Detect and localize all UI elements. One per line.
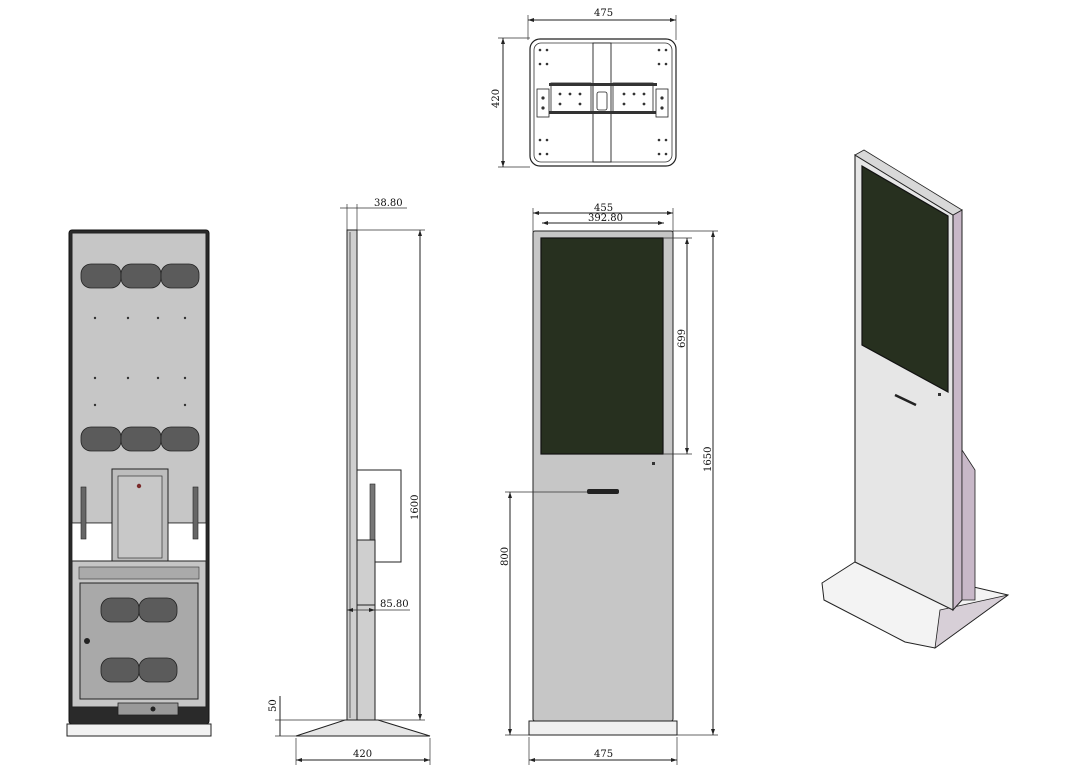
top-width-label: 475 [594, 8, 613, 19]
front-card-slot [587, 489, 619, 494]
rear-vents-middle [80, 426, 200, 452]
front-slot-height-label: 800 [500, 547, 511, 566]
rear-vents-top [80, 263, 200, 289]
front-total-height-label: 1650 [703, 447, 714, 472]
front-view: 455 392.80 699 1650 800 [500, 203, 718, 765]
front-base-width-label: 475 [594, 749, 613, 760]
rear-mount-holes [93, 316, 187, 407]
rear-view [66, 229, 212, 737]
side-height-label: 1600 [410, 495, 421, 520]
top-view: 475 420 [491, 8, 677, 168]
top-depth-label: 420 [491, 89, 502, 108]
side-offset-label: 38.80 [374, 198, 403, 209]
front-screen-width-label: 392.80 [588, 213, 623, 224]
side-depth-label: 85.80 [380, 599, 409, 610]
top-view-holes [538, 48, 668, 156]
iso-screen [861, 164, 949, 394]
side-base-height-label: 50 [268, 699, 279, 712]
isometric-view [821, 149, 1010, 649]
rear-vents-lower [100, 597, 178, 683]
front-width-label: 455 [594, 203, 613, 214]
side-view: 38.80 1600 85.80 50 420 [268, 198, 431, 765]
front-screen-height-label: 699 [677, 329, 688, 348]
front-screen [540, 237, 664, 455]
side-base-width-label: 420 [353, 749, 372, 760]
